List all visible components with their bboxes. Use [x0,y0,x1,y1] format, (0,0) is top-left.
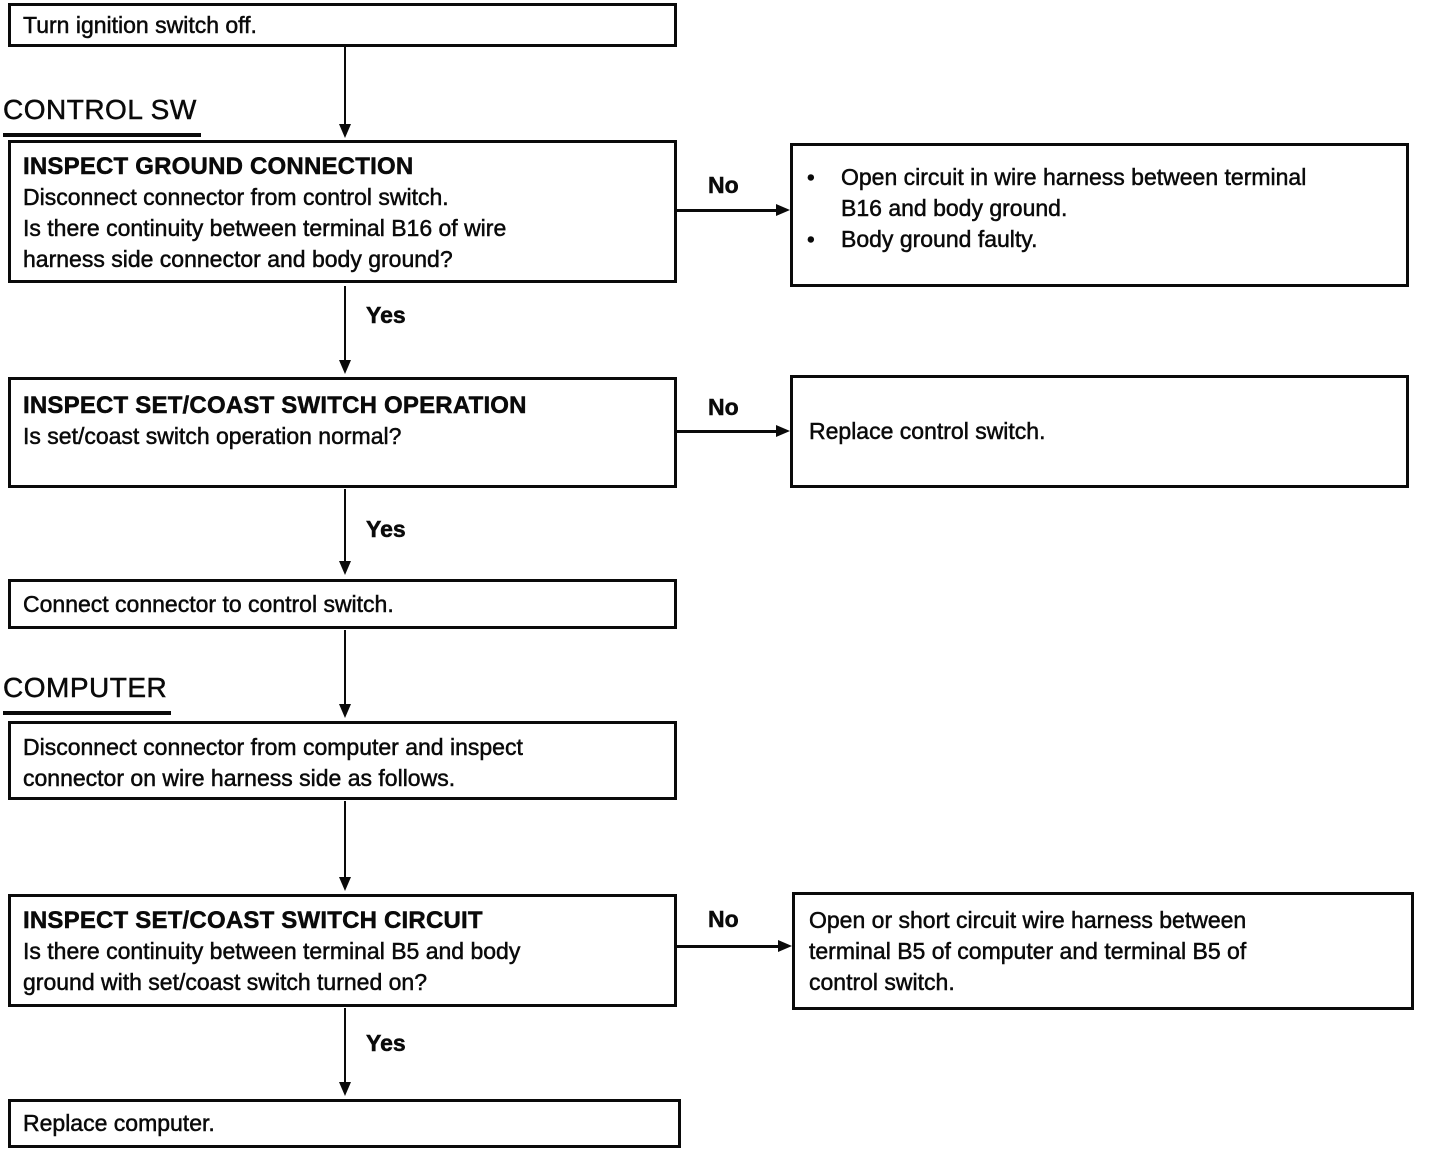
node-title: INSPECT GROUND CONNECTION [23,153,414,181]
bullet-icon: • [807,227,815,253]
arrowhead-right-icon [778,940,792,952]
section-heading-computer: COMPUTER [3,672,172,715]
yes-label-1: Yes [366,302,406,329]
node-question: Is set/coast switch operation normal? [23,423,402,450]
node-title: INSPECT SET/COAST SWITCH CIRCUIT [23,907,483,935]
connector-no-2 [677,430,777,433]
arrowhead-down-icon [339,561,351,575]
node-title: INSPECT SET/COAST SWITCH OPERATION [23,392,527,420]
connector-start-to-ground [344,46,346,126]
flow-node-inspect-ground-connection: INSPECT GROUND CONNECTION Disconnect con… [8,140,677,283]
fault-item: • Open circuit in wire harness between t… [807,162,1390,224]
flow-node-replace-computer: Replace computer. [8,1099,681,1148]
yes-label-2: Yes [366,516,406,543]
bullet-icon: • [807,165,815,191]
connector-yes-1 [344,286,346,362]
node-text: Replace control switch. [809,418,1046,445]
section-heading-control-sw: CONTROL SW [3,94,201,137]
connector-yes-3 [344,1008,346,1084]
node-question: Is there continuity between terminal B16… [23,215,507,273]
fault-item: • Body ground faulty. [807,224,1390,255]
node-step: Disconnect connector from control switch… [23,184,449,211]
arrowhead-down-icon [339,360,351,374]
fault-text: Open circuit in wire harness between ter… [841,164,1307,222]
node-text: Disconnect connector from computer and i… [23,734,523,792]
flow-node-disconnect-computer: Disconnect connector from computer and i… [8,721,677,800]
flow-node-circuit-fail: Open or short circuit wire harness betwe… [792,892,1414,1010]
arrowhead-down-icon [339,1082,351,1096]
arrowhead-right-icon [776,425,790,437]
yes-label-3: Yes [366,1030,406,1057]
flow-node-inspect-set-coast-operation: INSPECT SET/COAST SWITCH OPERATION Is se… [8,377,677,488]
flow-node-inspect-set-coast-circuit: INSPECT SET/COAST SWITCH CIRCUIT Is ther… [8,894,677,1007]
no-label-2: No [708,394,739,421]
arrowhead-down-icon [339,124,351,138]
connector-to-computer [344,630,346,706]
node-question: Is there continuity between terminal B5 … [23,938,521,996]
arrowhead-right-icon [776,204,790,216]
arrowhead-down-icon [339,877,351,891]
node-text: Replace computer. [23,1110,215,1137]
flow-node-connect-connector: Connect connector to control switch. [8,579,677,629]
arrowhead-down-icon [339,704,351,718]
node-text: Open or short circuit wire harness betwe… [809,907,1247,996]
connector-no-1 [677,209,777,212]
flow-node-ground-connection-fail: • Open circuit in wire harness between t… [790,143,1409,287]
node-text: Connect connector to control switch. [23,590,394,617]
connector-no-3 [677,945,779,948]
flow-node-replace-control-switch: Replace control switch. [790,375,1409,488]
fault-text: Body ground faulty. [841,226,1038,253]
no-label-1: No [708,172,739,199]
connector-yes-2 [344,489,346,563]
flow-node-start-text: Turn ignition switch off. [23,11,257,38]
no-label-3: No [708,906,739,933]
flow-node-start: Turn ignition switch off. [8,3,677,47]
connector-to-circuit-check [344,801,346,879]
